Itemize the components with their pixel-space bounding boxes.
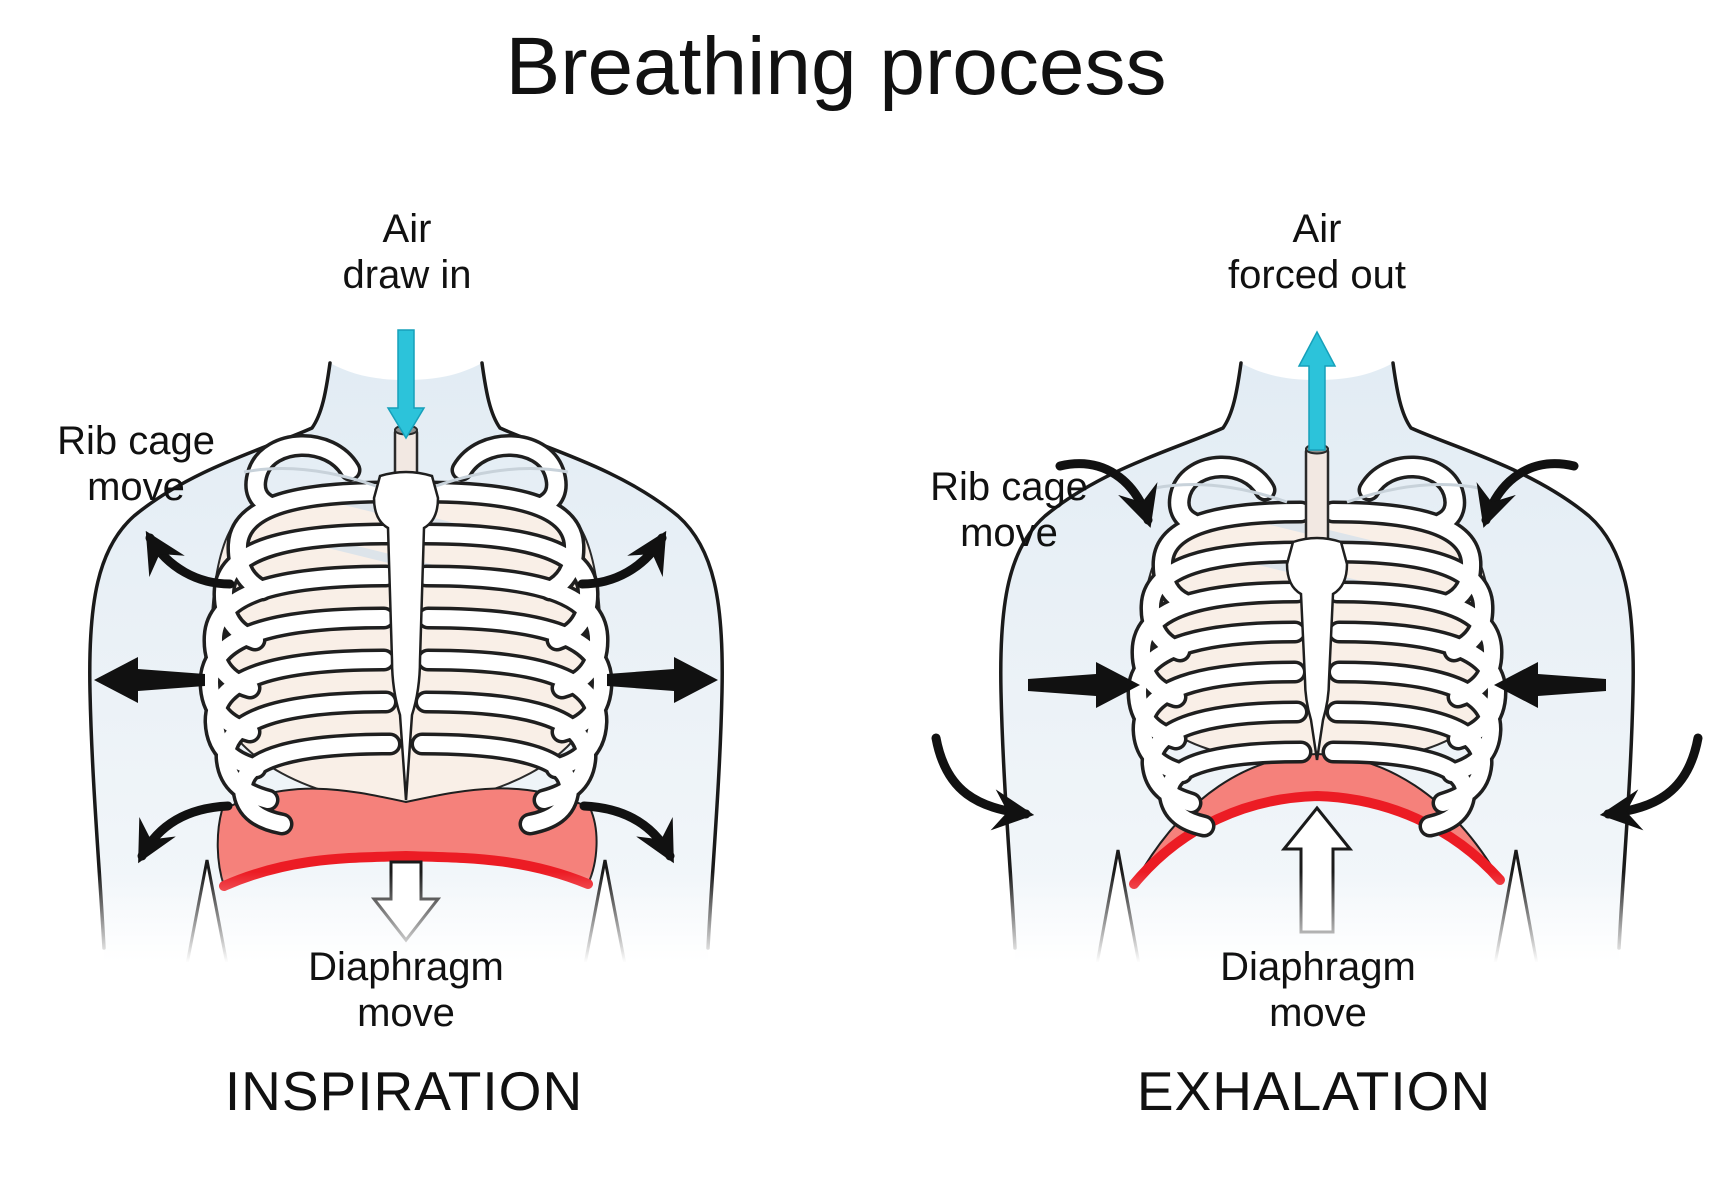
caption-exhalation: EXHALATION <box>1136 1060 1492 1122</box>
sternum <box>372 470 440 801</box>
diaphragm-label-inspiration: Diaphragm move <box>308 945 504 1035</box>
air-flow-up-arrow-icon <box>1297 330 1337 451</box>
diaphragm-edge <box>1129 790 1505 889</box>
diaphragm-label-exhalation: Diaphragm move <box>1220 945 1416 1035</box>
figure-inspiration <box>88 329 724 982</box>
rib-arrow-down-right-icon <box>579 801 675 864</box>
sternum <box>1285 536 1349 761</box>
page-title: Breathing process <box>505 21 1167 112</box>
rib-expand-arrows <box>94 530 718 864</box>
air-label-exhalation: Air forced out <box>1228 207 1406 297</box>
air-flow-down-arrow-icon <box>386 329 426 440</box>
diaphragm-edge <box>219 850 593 891</box>
torso-fade <box>0 872 1727 990</box>
air-label-inspiration: Air draw in <box>342 207 472 297</box>
rib-arrow-in-upper-right-icon <box>1476 459 1579 528</box>
rib-arrow-in-lower-right-icon <box>1599 733 1703 831</box>
rib-arrow-down-left-icon <box>137 801 233 864</box>
rib-cage-label-exhalation: Rib cage move <box>930 465 1088 555</box>
rib-arrow-up-left-icon <box>145 530 235 589</box>
rib-cage-label-inspiration: Rib cage move <box>57 419 215 509</box>
rib-arrow-left-icon <box>94 657 205 703</box>
rib-arrow-right-icon <box>607 657 718 703</box>
rib-arrow-in-right-icon <box>1494 662 1606 708</box>
caption-inspiration: INSPIRATION <box>224 1060 584 1122</box>
rib-arrow-up-right-icon <box>577 530 667 589</box>
rib-arrow-in-lower-left-icon <box>931 733 1035 831</box>
rib-arrow-in-upper-left-icon <box>1055 459 1158 528</box>
rib-arrow-in-left-icon <box>1028 662 1140 708</box>
rib-contract-arrows <box>931 459 1703 831</box>
